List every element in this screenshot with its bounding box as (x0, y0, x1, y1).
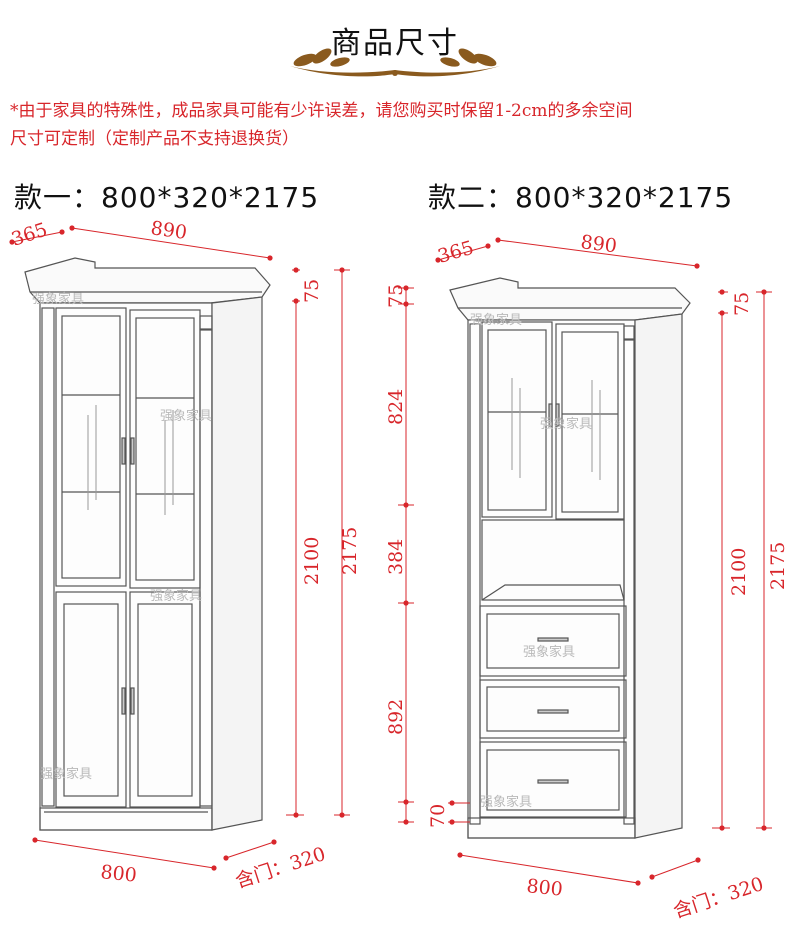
dim-b-drawer-section: 892 (385, 699, 407, 735)
dim-a-body: 2100 (301, 537, 323, 585)
watermarks: 强象家具 强象家具 强象家具 强象家具 强象家具 强象家具 强象家具 强象家具 (32, 291, 592, 810)
watermark-text: 强象家具 (32, 291, 84, 307)
watermark-text: 强象家具 (540, 416, 592, 432)
dimensions-a (11, 227, 350, 869)
watermark-text: 强象家具 (40, 766, 92, 782)
watermark-text: 强象家具 (523, 644, 575, 660)
dimensions-b (398, 239, 772, 884)
dim-b-width-top: 890 (579, 231, 618, 257)
model-a-label: 款一：800*320*2175 (14, 181, 320, 214)
page-title: 商品尺寸 (331, 26, 459, 61)
dim-b-glass-section: 824 (385, 389, 407, 425)
dim-a-width-bottom: 800 (99, 861, 137, 887)
watermark-text: 强象家具 (160, 408, 212, 424)
cabinet-b (449, 277, 691, 839)
dim-a-width-top: 890 (149, 217, 188, 244)
watermark-text: 强象家具 (150, 588, 202, 604)
dim-a-depth-top: 365 (9, 219, 50, 251)
dim-b-total: 2175 (767, 542, 789, 590)
dim-b-body: 2100 (728, 548, 750, 596)
dim-a-crown: 75 (301, 279, 323, 303)
dim-b-plinth: 70 (427, 804, 449, 828)
watermark-text: 强象家具 (480, 794, 532, 810)
dim-b-width-bottom: 800 (525, 875, 563, 901)
leaf-ornament-icon (290, 48, 500, 77)
watermark-text: 强象家具 (470, 312, 522, 328)
dim-a-total: 2175 (339, 527, 361, 575)
note-customization: 尺寸可定制（定制产品不支持退换货） (10, 129, 299, 149)
dim-b-depth-bottom: 含门：320 (671, 873, 766, 923)
dim-b-crown-right: 75 (731, 292, 753, 316)
dim-b-open-section: 384 (385, 539, 407, 575)
dim-b-crown-left: 75 (385, 284, 407, 308)
model-b-label: 款二：800*320*2175 (428, 181, 734, 214)
dim-b-depth-top: 365 (435, 237, 476, 268)
cabinet-a (24, 257, 271, 831)
note-tolerance: *由于家具的特殊性，成品家具可能有少许误差，请您购买时保留1-2cm的多余空间 (10, 101, 633, 121)
